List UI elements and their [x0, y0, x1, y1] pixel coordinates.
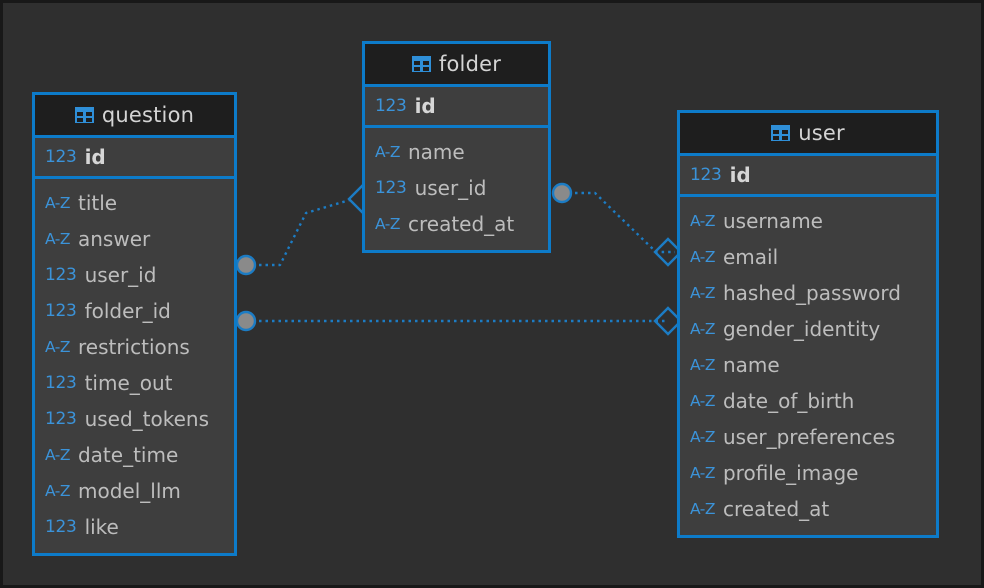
field-type-label: A-Z — [375, 143, 400, 161]
entity-field[interactable]: 123 used_tokens — [35, 401, 234, 437]
entity-field[interactable]: A-Z username — [680, 203, 936, 239]
entity-field[interactable]: 123 like — [35, 509, 234, 545]
field-type-label: A-Z — [690, 212, 715, 230]
field-name-label: id — [84, 145, 106, 169]
entity-field-list: A-Z title A-Z answer 123 user_id 123 fol… — [35, 179, 234, 553]
field-name-label: created_at — [722, 497, 830, 521]
entity-header-user[interactable]: user — [680, 113, 936, 156]
entity-field[interactable]: A-Z date_of_birth — [680, 383, 936, 419]
entity-field[interactable]: A-Z date_time — [35, 437, 234, 473]
field-name-label: name — [722, 353, 780, 377]
entity-field[interactable]: A-Z restrictions — [35, 329, 234, 365]
relationship-endpoint-circle — [551, 182, 573, 204]
field-type-label: A-Z — [45, 482, 70, 500]
entity-field[interactable]: A-Z model_llm — [35, 473, 234, 509]
entity-field[interactable]: A-Z email — [680, 239, 936, 275]
field-name-label: email — [722, 245, 779, 269]
table-icon — [411, 56, 431, 72]
field-name-label: model_llm — [77, 479, 181, 503]
relationship-line — [562, 191, 675, 254]
field-type-label: A-Z — [690, 248, 715, 266]
field-name-label: id — [414, 94, 436, 118]
entity-field[interactable]: A-Z answer — [35, 221, 234, 257]
entity-field[interactable]: A-Z name — [680, 347, 936, 383]
relationship-endpoint-circle — [235, 310, 257, 332]
field-type-label: A-Z — [690, 356, 715, 374]
field-name-label: folder_id — [84, 299, 171, 323]
field-type-label: A-Z — [690, 320, 715, 338]
field-name-label: id — [729, 163, 751, 187]
relationship-folder-user — [551, 182, 683, 267]
entity-header-folder[interactable]: folder — [365, 44, 548, 87]
entity-field-list: A-Z username A-Z email A-Z hashed_passwo… — [680, 197, 936, 535]
entity-title: user — [798, 121, 845, 145]
field-type-label: A-Z — [690, 284, 715, 302]
entity-field[interactable]: A-Z created_at — [365, 206, 548, 242]
field-type-label: A-Z — [45, 230, 70, 248]
field-name-label: date_of_birth — [722, 389, 855, 413]
entity-field[interactable]: A-Z profile_image — [680, 455, 936, 491]
entity-primary-key-row[interactable]: 123 id — [680, 156, 936, 197]
field-name-label: created_at — [407, 212, 515, 236]
field-type-label: 123 — [45, 265, 77, 285]
field-type-label: A-Z — [45, 194, 70, 212]
field-type-label: A-Z — [45, 338, 70, 356]
field-name-label: username — [722, 209, 823, 233]
entity-title: question — [101, 103, 195, 127]
field-name-label: user_id — [84, 263, 157, 287]
field-name-label: user_preferences — [722, 425, 896, 449]
table-icon — [74, 107, 94, 123]
field-type-label: 123 — [375, 96, 407, 116]
entity-field-list: A-Z name 123 user_id A-Z created_at — [365, 128, 548, 250]
entity-field[interactable]: 123 folder_id — [35, 293, 234, 329]
entity-title: folder — [438, 52, 502, 76]
field-type-label: A-Z — [690, 464, 715, 482]
entity-field[interactable]: 123 time_out — [35, 365, 234, 401]
relationship-question-user — [235, 306, 683, 336]
entity-field[interactable]: A-Z hashed_password — [680, 275, 936, 311]
field-type-label: A-Z — [45, 446, 70, 464]
entity-field[interactable]: A-Z title — [35, 185, 234, 221]
field-name-label: used_tokens — [84, 407, 210, 431]
entity-field[interactable]: A-Z user_preferences — [680, 419, 936, 455]
field-name-label: name — [407, 140, 465, 164]
field-name-label: date_time — [77, 443, 179, 467]
table-icon — [771, 125, 791, 141]
entity-primary-key-row[interactable]: 123 id — [35, 138, 234, 179]
entity-primary-key-row[interactable]: 123 id — [365, 87, 548, 128]
field-type-label: 123 — [45, 147, 77, 167]
entity-table-question[interactable]: question 123 id A-Z title A-Z answer 123… — [32, 92, 237, 556]
relationship-line — [246, 197, 354, 267]
field-type-label: A-Z — [375, 215, 400, 233]
entity-field[interactable]: 123 user_id — [35, 257, 234, 293]
entity-header-question[interactable]: question — [35, 95, 234, 138]
field-type-label: 123 — [45, 301, 77, 321]
field-name-label: answer — [77, 227, 151, 251]
field-type-label: 123 — [45, 409, 77, 429]
field-type-label: 123 — [45, 517, 77, 537]
relationship-endpoint-circle — [235, 254, 257, 276]
field-type-label: A-Z — [690, 392, 715, 410]
entity-field[interactable]: A-Z name — [365, 134, 548, 170]
relationship-question-folder — [235, 184, 377, 276]
field-name-label: restrictions — [77, 335, 190, 359]
field-type-label: A-Z — [690, 500, 715, 518]
field-type-label: A-Z — [690, 428, 715, 446]
field-type-label: 123 — [375, 178, 407, 198]
entity-table-folder[interactable]: folder 123 id A-Z name 123 user_id A-Z c… — [362, 41, 551, 253]
entity-table-user[interactable]: user 123 id A-Z username A-Z email A-Z h… — [677, 110, 939, 538]
field-name-label: profile_image — [722, 461, 859, 485]
field-name-label: like — [84, 515, 119, 539]
entity-field[interactable]: 123 user_id — [365, 170, 548, 206]
field-type-label: 123 — [690, 165, 722, 185]
field-name-label: time_out — [84, 371, 173, 395]
field-name-label: user_id — [414, 176, 487, 200]
field-type-label: 123 — [45, 373, 77, 393]
entity-field[interactable]: A-Z gender_identity — [680, 311, 936, 347]
entity-field[interactable]: A-Z created_at — [680, 491, 936, 527]
field-name-label: hashed_password — [722, 281, 901, 305]
field-name-label: gender_identity — [722, 317, 881, 341]
field-name-label: title — [77, 191, 118, 215]
